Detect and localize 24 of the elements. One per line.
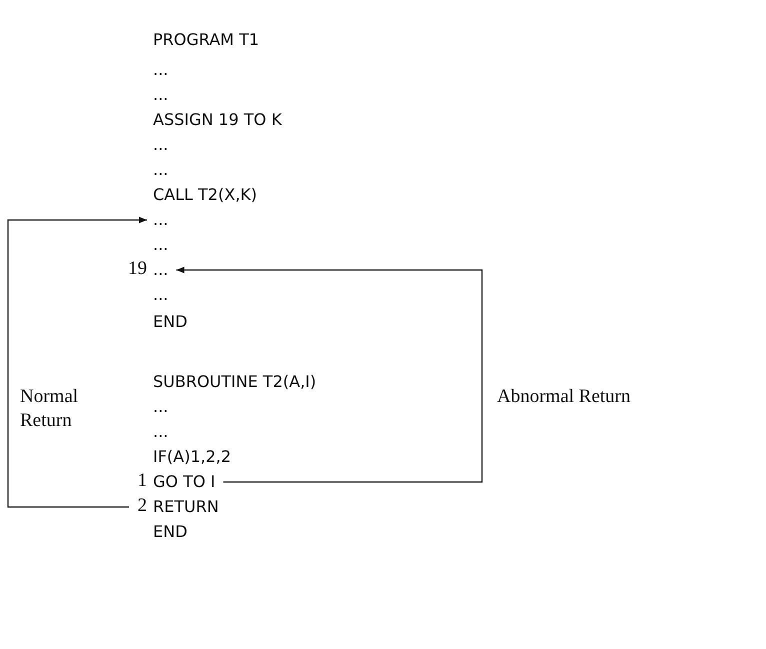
code-line: RETURN	[153, 497, 219, 517]
code-line: PROGRAM T1	[153, 30, 260, 50]
code-line: ...	[153, 285, 168, 305]
code-line: IF(A)1,2,2	[153, 447, 232, 467]
code-line: ...	[153, 60, 168, 80]
line-number: 1	[138, 471, 147, 491]
code-line: ...	[153, 235, 168, 255]
line-number: 2	[138, 496, 147, 516]
code-line: ...	[153, 135, 168, 155]
code-line: ...	[153, 260, 168, 280]
code-line: GO TO I	[153, 472, 216, 492]
code-line: ...	[153, 210, 168, 230]
code-line: ASSIGN 19 TO K	[153, 110, 282, 130]
code-line: ...	[153, 422, 168, 442]
code-line: ...	[153, 160, 168, 180]
code-line: END	[153, 522, 188, 542]
arrow	[7, 216, 147, 508]
arrow	[176, 266, 483, 483]
code-line: END	[153, 312, 188, 332]
line-number: 19	[128, 259, 147, 279]
code-line: ...	[153, 85, 168, 105]
code-line: ...	[153, 397, 168, 417]
code-line: CALL T2(X,K)	[153, 185, 258, 205]
code-line: SUBROUTINE T2(A,I)	[153, 372, 316, 392]
